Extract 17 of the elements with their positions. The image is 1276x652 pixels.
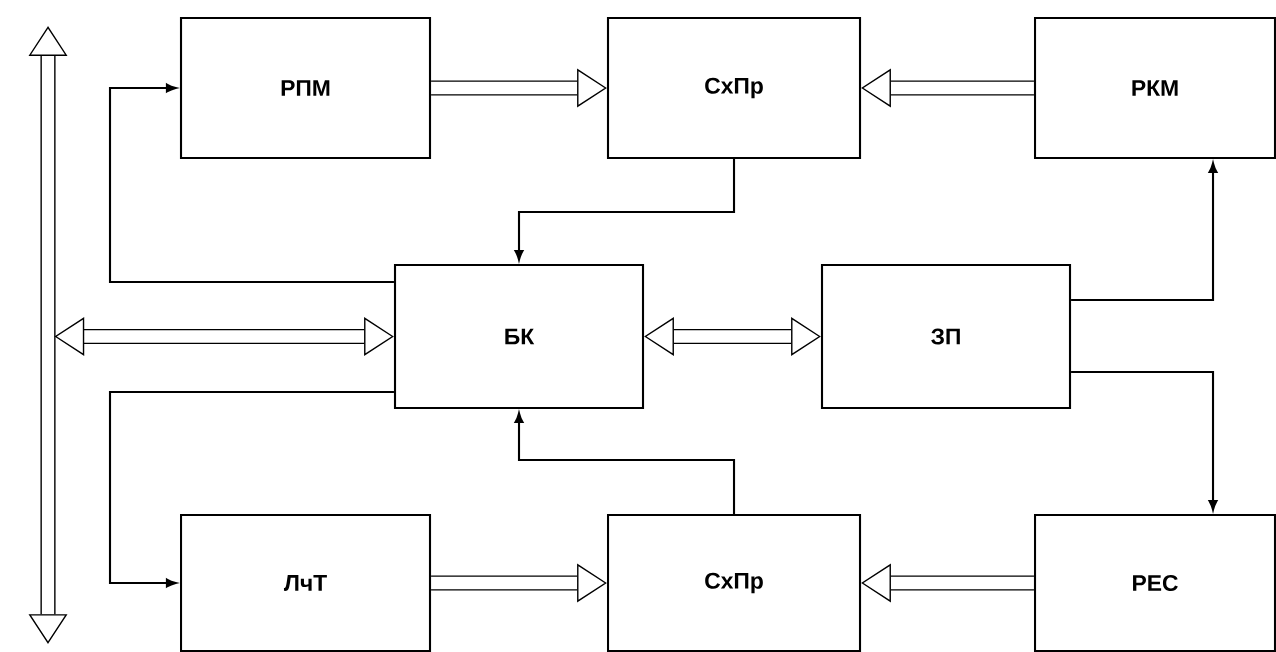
block-box: ЛчТ bbox=[179, 513, 432, 652]
block-box: РКМ bbox=[1033, 16, 1276, 160]
block-box: РПМ bbox=[179, 16, 432, 160]
arrow bbox=[108, 83, 394, 284]
arrow bbox=[1071, 370, 1218, 511]
block-box: РЕС bbox=[1033, 513, 1276, 652]
arrow bbox=[514, 412, 736, 514]
bus-arrow bbox=[28, 26, 68, 644]
arrow bbox=[108, 390, 394, 588]
arrow bbox=[514, 159, 736, 261]
arrow bbox=[1071, 162, 1218, 302]
block-box: БК bbox=[393, 263, 645, 410]
block-box: СхПр bbox=[606, 16, 862, 160]
block-box: СхПр bbox=[606, 513, 862, 652]
double-arrow bbox=[644, 317, 821, 356]
block-box: ЗП bbox=[820, 263, 1072, 410]
double-arrow bbox=[54, 317, 394, 356]
